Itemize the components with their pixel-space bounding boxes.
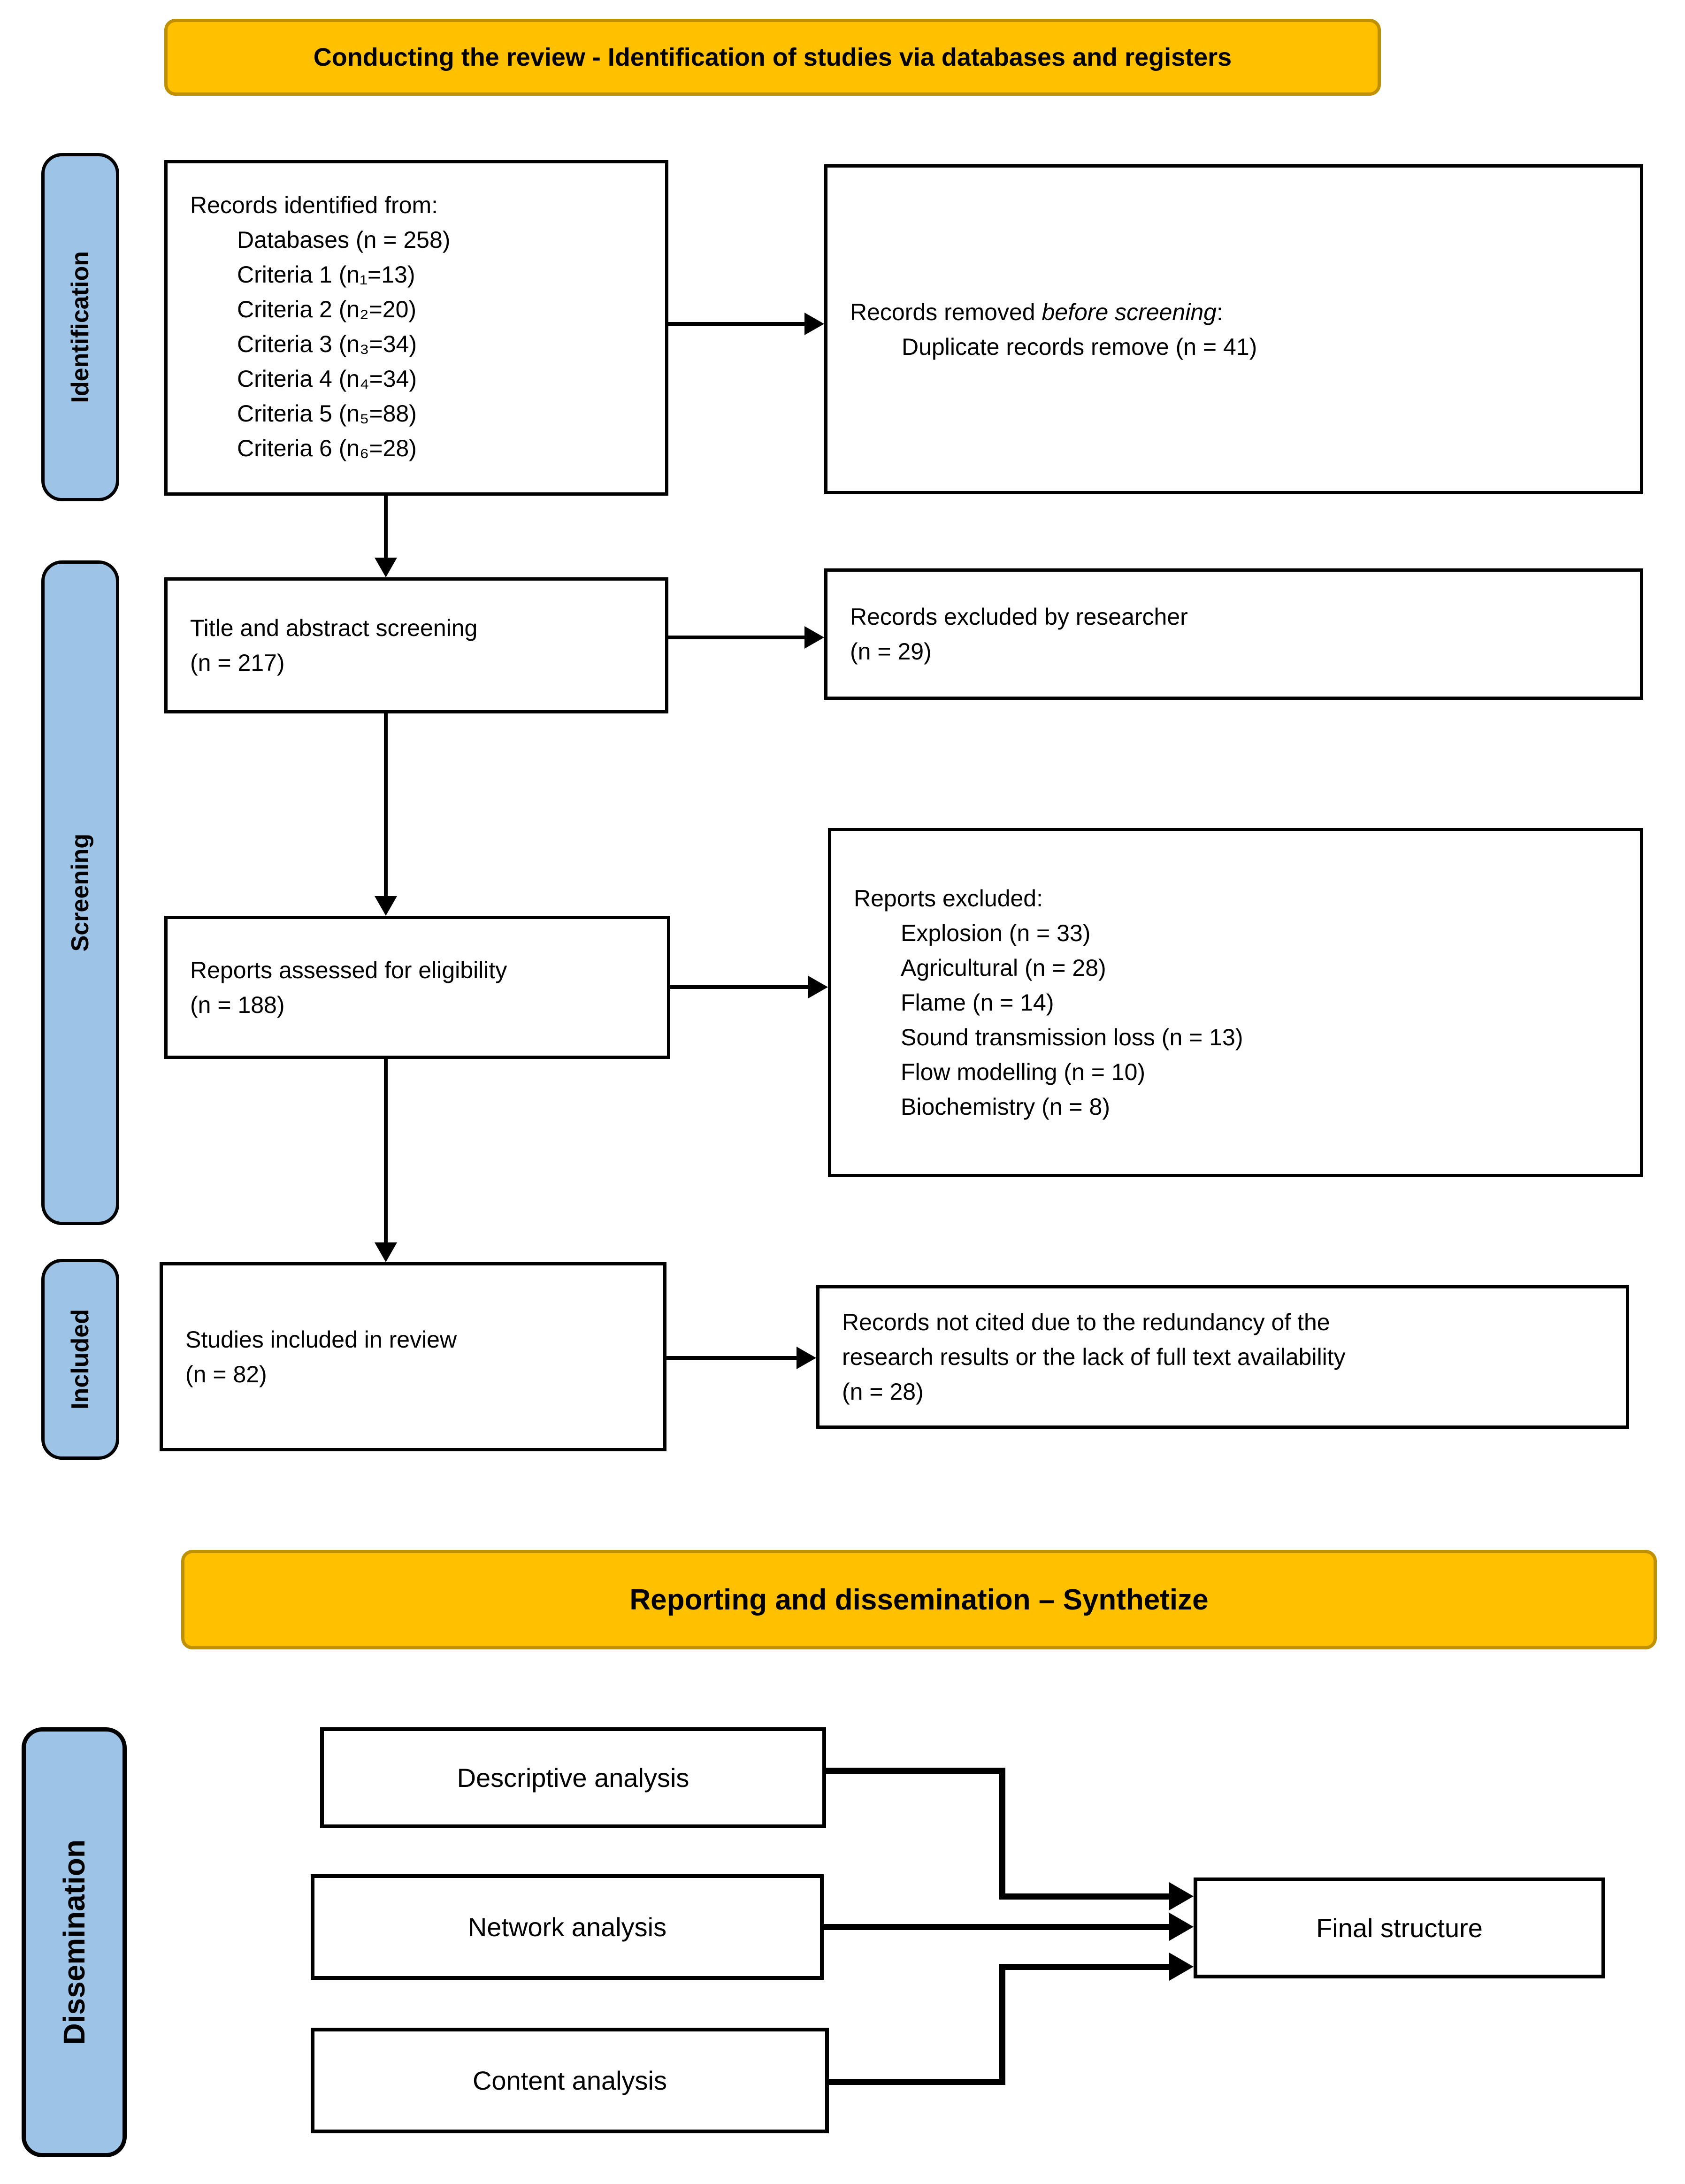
reports-assessed-count: (n = 188)	[190, 991, 285, 1018]
records-identified-title: Records identified from:	[190, 192, 438, 218]
records-removed-suffix: :	[1216, 299, 1223, 325]
reports-excluded-item: Explosion (n = 33)	[901, 920, 1091, 946]
stage-label-screening-text: Screening	[67, 834, 94, 952]
records-identified-item: Criteria 2 (n₂=20)	[237, 296, 417, 322]
title-abstract-line1: Title and abstract screening	[190, 615, 478, 641]
arrow-records-to-removed-head	[804, 313, 824, 335]
reports-excluded-box: Reports excluded: Explosion (n = 33) Agr…	[828, 828, 1643, 1177]
top-banner: Conducting the review - Identification o…	[164, 19, 1381, 96]
arrow-assessed-to-included-head	[375, 1242, 397, 1262]
reports-excluded-item: Flame (n = 14)	[901, 989, 1054, 1016]
title-abstract-count: (n = 217)	[190, 650, 285, 676]
records-removed-prefix: Records removed	[850, 299, 1042, 325]
records-removed-box: Records removed before screening: Duplic…	[824, 164, 1643, 494]
records-removed-line1: Records removed before screening:	[850, 295, 1631, 330]
studies-included-box: Studies included in review (n = 82)	[160, 1262, 666, 1451]
records-not-cited-box: Records not cited due to the redundancy …	[816, 1285, 1629, 1429]
stage-label-screening: Screening	[41, 560, 119, 1225]
content-analysis-box: Content analysis	[311, 2028, 829, 2133]
records-excluded-line1: Records excluded by researcher	[850, 604, 1188, 630]
arrow-network-to-final-head	[1169, 1913, 1194, 1941]
stage-label-identification-text: Identification	[67, 251, 94, 403]
arrow-records-to-removed-line	[668, 322, 805, 326]
records-identified-item: Criteria 4 (n₄=34)	[237, 366, 417, 392]
stage-label-identification: Identification	[41, 153, 119, 501]
final-structure-box: Final structure	[1194, 1877, 1605, 1978]
records-identified-item: Criteria 1 (n₁=13)	[237, 261, 415, 288]
connector-descriptive-v	[999, 1768, 1005, 1900]
arrow-records-to-screening-line	[384, 496, 388, 559]
records-not-cited-line2: research results or the lack of full tex…	[842, 1344, 1346, 1370]
connector-content-h1	[829, 2079, 1005, 2085]
title-abstract-screening-box: Title and abstract screening (n = 217)	[164, 577, 668, 713]
connector-content-h2	[999, 1964, 1169, 1970]
records-identified-box: Records identified from: Databases (n = …	[164, 160, 668, 496]
reports-excluded-item: Agricultural (n = 28)	[901, 955, 1106, 981]
connector-content-v	[999, 1967, 1005, 2085]
records-identified-item: Criteria 6 (n₆=28)	[237, 435, 417, 461]
records-excluded-count: (n = 29)	[850, 638, 932, 665]
arrow-assessed-to-included-line	[384, 1059, 388, 1242]
arrow-included-to-not-cited-head	[797, 1347, 816, 1369]
arrow-screening-to-excluded-line	[668, 636, 805, 639]
stage-label-included: Included	[41, 1259, 119, 1460]
reporting-dissemination-banner: Reporting and dissemination – Synthetize	[181, 1550, 1657, 1649]
arrow-assessed-to-reports-excluded-line	[670, 985, 809, 989]
studies-included-line1: Studies included in review	[185, 1326, 457, 1353]
arrow-included-to-not-cited-line	[666, 1356, 798, 1360]
records-removed-emphasis: before screening	[1042, 299, 1217, 325]
records-excluded-box: Records excluded by researcher (n = 29)	[824, 568, 1643, 700]
reports-excluded-item: Biochemistry (n = 8)	[901, 1094, 1110, 1120]
reports-excluded-item: Flow modelling (n = 10)	[901, 1059, 1146, 1085]
records-not-cited-count: (n = 28)	[842, 1379, 924, 1405]
connector-network-h	[824, 1924, 1169, 1930]
descriptive-analysis-box: Descriptive analysis	[320, 1727, 826, 1828]
records-identified-item: Criteria 5 (n₅=88)	[237, 400, 417, 427]
stage-label-included-text: Included	[67, 1309, 94, 1410]
arrow-records-to-screening-head	[375, 558, 397, 577]
arrow-assessed-to-reports-excluded-head	[808, 976, 828, 998]
arrow-content-to-final-head	[1169, 1953, 1194, 1981]
arrow-screening-to-assessed-line	[384, 713, 388, 897]
arrow-screening-to-assessed-head	[375, 896, 397, 916]
reports-excluded-title: Reports excluded:	[854, 885, 1043, 912]
arrow-screening-to-excluded-head	[804, 626, 824, 649]
network-analysis-box: Network analysis	[311, 1874, 824, 1980]
studies-included-count: (n = 82)	[185, 1361, 267, 1387]
reports-excluded-item: Sound transmission loss (n = 13)	[901, 1024, 1243, 1050]
reports-assessed-line1: Reports assessed for eligibility	[190, 957, 507, 983]
records-removed-item: Duplicate records remove (n = 41)	[902, 333, 1257, 360]
records-identified-item: Databases (n = 258)	[237, 227, 451, 253]
connector-descriptive-h2	[999, 1893, 1169, 1900]
stage-label-dissemination: Dissemination	[22, 1727, 127, 2157]
reports-assessed-box: Reports assessed for eligibility (n = 18…	[164, 916, 670, 1059]
connector-descriptive-h1	[826, 1768, 1005, 1774]
arrow-descriptive-to-final-head	[1169, 1882, 1194, 1910]
records-identified-item: Criteria 3 (n₃=34)	[237, 331, 417, 357]
records-not-cited-line1: Records not cited due to the redundancy …	[842, 1309, 1330, 1335]
stage-label-dissemination-text: Dissemination	[57, 1839, 91, 2045]
